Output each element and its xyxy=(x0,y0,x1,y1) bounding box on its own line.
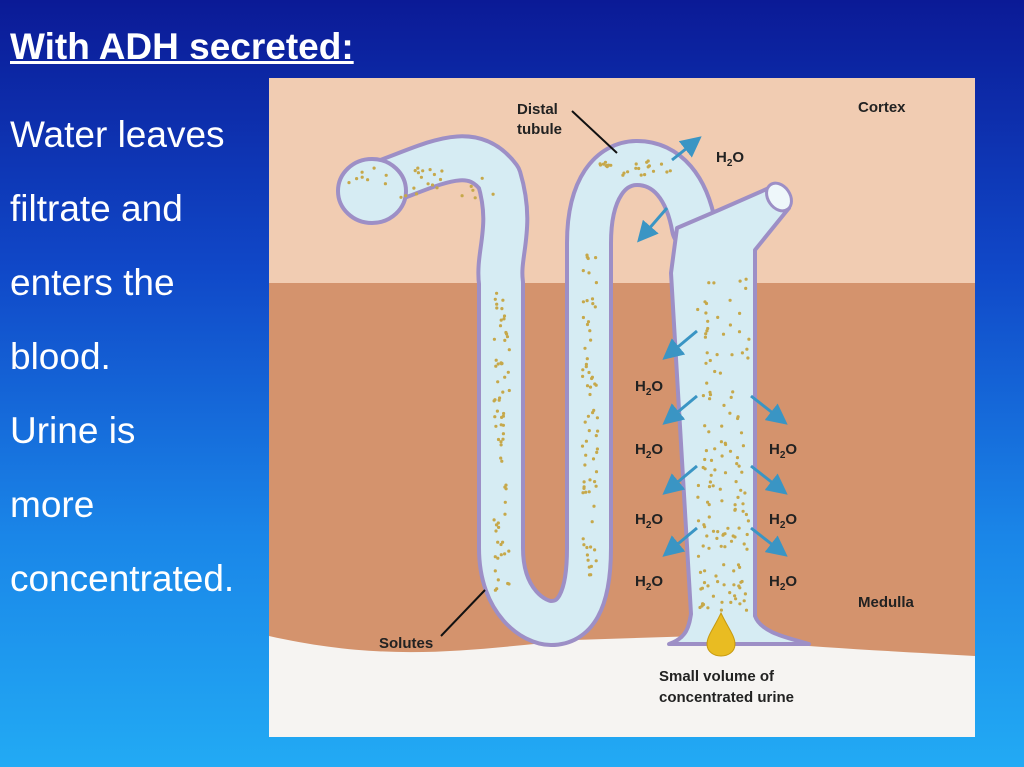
body-line-4: blood. xyxy=(10,336,111,377)
water-labels: H2O H2O H2O H2O H2O H2O H2O H2O xyxy=(635,149,797,593)
water-label: H2O xyxy=(716,149,744,169)
water-arrow-icon xyxy=(750,526,788,557)
distal-tubule-pointer xyxy=(571,110,618,154)
body-line-3: enters the xyxy=(10,262,175,303)
body-text: Water leaves filtrate and enters the blo… xyxy=(10,98,310,616)
body-line-5: Urine is xyxy=(10,410,136,451)
water-label: H2O xyxy=(635,511,663,531)
collecting-duct-opening xyxy=(765,181,793,213)
water-arrow-icon xyxy=(662,394,698,425)
water-arrow-icon xyxy=(671,136,702,162)
distal-tubule-label-line-2: tubule xyxy=(517,121,562,138)
water-label: H2O xyxy=(635,573,663,593)
water-label: H2O xyxy=(769,573,797,593)
slide-title: With ADH secreted: xyxy=(10,26,354,67)
water-arrow-icon xyxy=(750,464,788,495)
urine-label-line-1: Small volume of xyxy=(659,668,775,685)
cortex-label: Cortex xyxy=(858,99,906,116)
solutes-label: Solutes xyxy=(379,635,433,652)
urine-label-line-2: concentrated urine xyxy=(659,689,794,706)
distal-tubule-label-line-1: Distal xyxy=(517,101,558,118)
bowmans-capsule xyxy=(336,157,408,225)
water-arrow-icon xyxy=(750,394,788,425)
body-line-6: more xyxy=(10,484,95,525)
solutes-pointer xyxy=(440,589,486,637)
body-line-7: concentrated. xyxy=(10,558,235,599)
nephron-diagram: Distal tubule Cortex Medulla Solutes Sma… xyxy=(269,78,975,737)
water-label: H2O xyxy=(769,511,797,531)
water-arrow-icon xyxy=(662,526,698,557)
water-arrow-icon xyxy=(637,207,669,243)
distal-tubule-label: Distal tubule xyxy=(517,101,562,138)
water-arrow-icon xyxy=(662,464,698,495)
medulla-region xyxy=(269,283,975,656)
water-label: H2O xyxy=(635,378,663,398)
water-arrow-icon xyxy=(662,329,698,360)
body-line-2: filtrate and xyxy=(10,188,183,229)
body-line-1: Water leaves xyxy=(10,114,225,155)
solute-dots xyxy=(347,159,751,612)
water-label: H2O xyxy=(635,441,663,461)
water-arrows xyxy=(637,136,788,557)
urine-label: Small volume of concentrated urine xyxy=(659,668,794,706)
water-label: H2O xyxy=(769,441,797,461)
medulla-label: Medulla xyxy=(858,594,914,611)
urine-drop-icon xyxy=(706,611,736,657)
